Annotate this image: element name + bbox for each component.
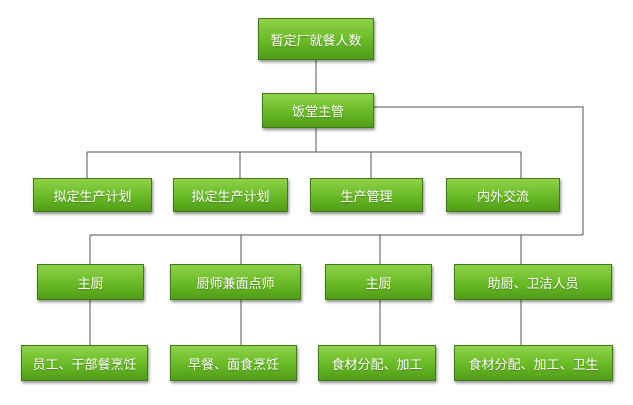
node-internal-external-comm: 内外交流 [446,178,560,212]
node-staff-cadre-meal-cooking: 员工、干部餐烹饪 [21,345,148,381]
node-assistant-cleaning-staff: 助厨、卫洁人员 [454,264,612,300]
node-head-chef-2: 主厨 [325,264,432,300]
node-canteen-manager: 饭堂主管 [262,93,374,128]
node-production-plan-1: 拟定生产计划 [33,178,152,212]
node-cook-pastry-chef: 厨师兼面点师 [170,264,301,300]
connector-manager-right [374,106,584,235]
node-ingredient-prep: 食材分配、加工 [318,345,436,381]
connector-lines [86,60,584,345]
node-breakfast-noodle-cooking: 早餐、面食烹饪 [170,345,297,381]
node-production-plan-2: 拟定生产计划 [173,178,288,212]
node-production-management: 生产管理 [310,178,423,212]
node-dining-count: 暂定厂就餐人数 [258,18,374,60]
node-head-chef-1: 主厨 [37,264,144,300]
node-ingredient-prep-hygiene: 食材分配、加工、卫生 [454,345,613,381]
